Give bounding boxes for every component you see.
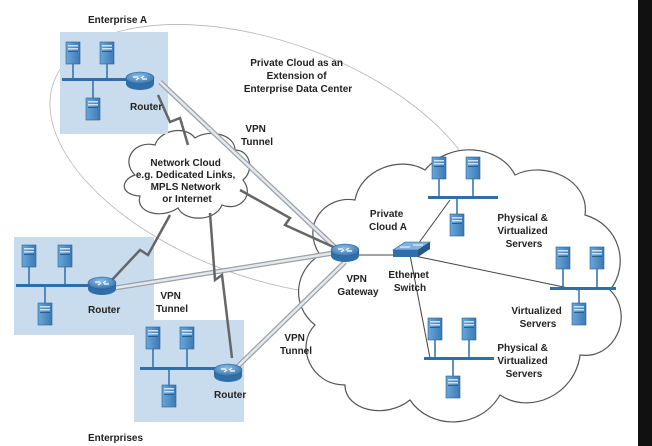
enterprises-label: Enterprises (88, 433, 143, 444)
network-cloud (123, 129, 251, 219)
router-icon (213, 363, 243, 383)
enterprise-left-servers (16, 244, 96, 326)
vpn-gateway-router-icon (330, 243, 360, 263)
vpn-tunnel-label-top: VPN Tunnel (241, 124, 273, 148)
servers-bottom-label: Physical & Virtualized Servers (497, 343, 550, 380)
vpn-gateway-label: VPN Gateway (337, 274, 379, 298)
server-group-top (428, 156, 498, 237)
router-icon (125, 71, 155, 91)
servers-top-label: Physical & Virtualized Servers (497, 213, 550, 250)
private-cloud-extension-label: Private Cloud as an Extension of Enterpr… (244, 58, 352, 95)
enterprise-a-servers (62, 41, 146, 121)
private-cloud-a-label: Private Cloud A (369, 209, 407, 233)
enterprise-a-label: Enterprise A (88, 15, 147, 26)
private-cloud-a (298, 149, 622, 423)
server-group-right (550, 246, 616, 326)
servers-right-label: Virtualized Servers (511, 306, 564, 330)
router-a-label: Router (130, 102, 162, 113)
router-icon (87, 276, 117, 296)
router-left-label: Router (88, 305, 120, 316)
vpn-tunnel-label-bottom: VPN Tunnel (280, 333, 312, 357)
server-group-bottom (424, 317, 494, 399)
vpn-tunnels (114, 80, 347, 374)
network-links (109, 94, 341, 359)
vpn-tunnel-label-mid: VPN Tunnel (156, 291, 188, 315)
ethernet-switch-icon (392, 241, 431, 257)
network-cloud-label: Network Cloud e.g. Dedicated Links, MPLS… (136, 158, 238, 205)
ethernet-switch-label: Ethernet Switch (388, 270, 431, 294)
router-bottom-label: Router (214, 390, 246, 401)
enterprise-bottom-servers (140, 326, 216, 408)
